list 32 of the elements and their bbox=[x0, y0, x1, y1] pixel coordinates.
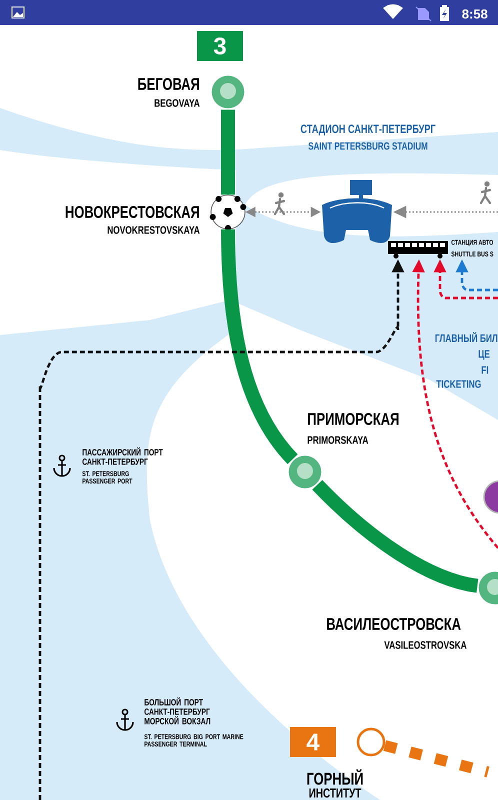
station-name: ГОРНЫЙ bbox=[307, 769, 363, 785]
metro-line bbox=[383, 740, 490, 778]
clock-time: 8:58 bbox=[462, 9, 488, 19]
station-name: ИНСТИТУТ bbox=[309, 788, 362, 798]
station-name: ВАСИЛЕОСТРОВСКА bbox=[327, 618, 461, 630]
port-label: БОЛЬШОЙ ПОРТ САНКТ-ПЕТЕРБУРГ МОРСКОЙ ВОКЗАЛ bbox=[144, 697, 210, 724]
station-name: NOVOKRESTOVSKAYA bbox=[108, 226, 200, 234]
ticket-office-label: TICKETING bbox=[436, 380, 481, 388]
ticket-office-label: ЦЕ bbox=[478, 350, 490, 360]
line-badge: 3 bbox=[197, 31, 243, 61]
station-name: НОВОКРЕСТОВСКАЯ bbox=[66, 206, 199, 218]
station-name: SAINT PETERSBURG STADIUM bbox=[308, 142, 428, 150]
station-name: VASILEOSTROVSKA bbox=[384, 641, 467, 649]
line-badge: 4 bbox=[290, 727, 336, 757]
ticket-office-label: FI bbox=[482, 366, 488, 374]
bus-drawing bbox=[388, 241, 448, 258]
station-circle bbox=[477, 570, 498, 606]
stadium-drawing bbox=[322, 180, 392, 244]
metro-line bbox=[221, 110, 235, 195]
station-circle bbox=[483, 480, 498, 514]
station-name: BEGOVAYA bbox=[154, 99, 200, 107]
station-name: СТАДИОН САНКТ-ПЕТЕРБУРГ bbox=[300, 124, 436, 136]
ticket-office-label: ГЛАВНЫЙ БИЛ bbox=[435, 332, 498, 342]
station-circle bbox=[287, 454, 323, 490]
metro-line bbox=[221, 229, 298, 464]
station-circle bbox=[356, 728, 386, 756]
station-name: PRIMORSKAYA bbox=[308, 436, 368, 444]
football-station-icon bbox=[210, 194, 246, 231]
port-label: ПАССАЖИРСКИЙ ПОРТ САНКТ-ПЕТЕРБУРГ bbox=[82, 447, 163, 465]
station-circle bbox=[210, 74, 246, 110]
station-name: БЕГОВАЯ bbox=[138, 78, 199, 90]
station-name: ПРИМОРСКАЯ bbox=[308, 412, 398, 426]
